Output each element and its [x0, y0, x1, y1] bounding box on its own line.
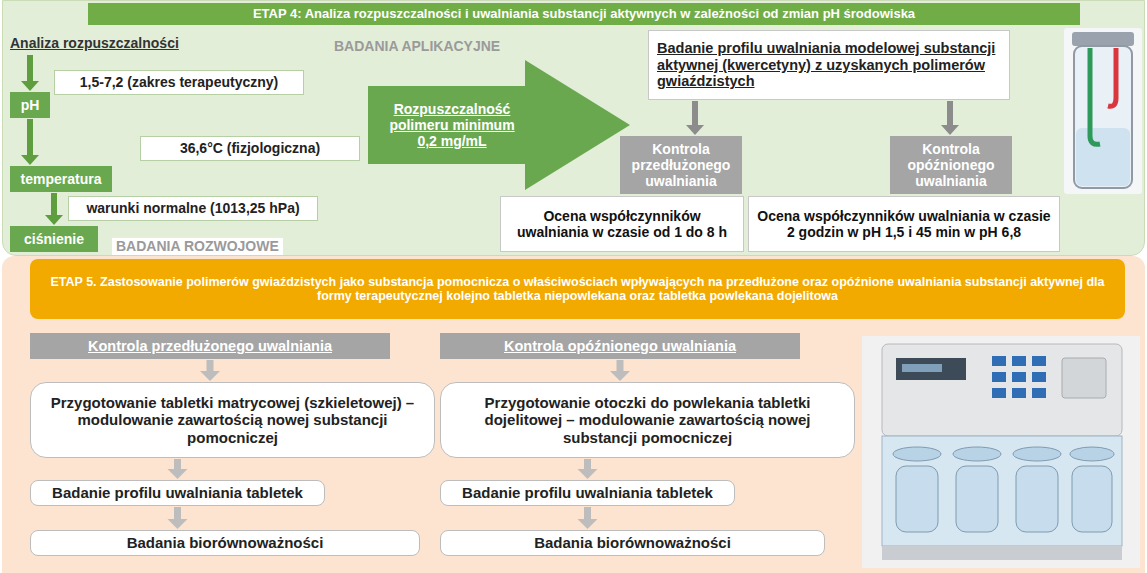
connector-arrow	[578, 507, 598, 529]
process-box: Przygotowanie otoczki do powlekania tabl…	[440, 382, 855, 458]
node-text: ETAP 5. Zastosowanie polimerów gwiaździs…	[42, 275, 1113, 304]
value-box: 36,6°C (fizjologiczna)	[140, 136, 360, 161]
arrow-head	[168, 519, 188, 529]
arrow-head	[21, 81, 39, 91]
section-label: BADANIA ROZWOJOWE	[112, 238, 283, 255]
connector-line	[617, 360, 624, 371]
vessel-photo	[1064, 28, 1142, 194]
arrow-head	[578, 519, 598, 529]
section-heading: Analiza rozpuszczalności	[8, 32, 186, 54]
connector-line	[27, 119, 33, 155]
control-box: Kontrola przedłużonego uwalniania	[30, 333, 390, 359]
process-box: Przygotowanie tabletki matrycowej (szkie…	[30, 382, 435, 458]
value-box: warunki normalne (1013,25 hPa)	[68, 196, 318, 221]
connector-arrow	[168, 507, 188, 529]
connector-line	[692, 101, 698, 125]
arrow-head	[610, 371, 630, 381]
node-text: Analiza rozpuszczalności	[10, 35, 179, 51]
connector-arrow	[941, 101, 959, 135]
connector-line	[584, 507, 591, 519]
parameter-box: ciśnienie	[10, 226, 98, 252]
connector-arrow	[45, 193, 63, 225]
connector-line	[174, 507, 181, 519]
arrow-head	[578, 469, 598, 479]
node-text: 1,5-7,2 (zakres terapeutyczny)	[80, 74, 278, 90]
connector-line	[27, 55, 33, 81]
node-text: temperatura	[21, 171, 102, 187]
arrow-head	[45, 215, 63, 225]
node-text: Przygotowanie otoczki do powlekania tabl…	[451, 394, 844, 446]
node-text: pH	[21, 97, 40, 113]
node-text: Rozpuszczalność polimeru minimum 0,2 mg/…	[378, 101, 526, 149]
node-text: ETAP 4: Analiza rozpuszczalności i uwaln…	[253, 7, 915, 22]
connector-arrow	[21, 55, 39, 91]
node-text: Badanie profilu uwalniania tabletek	[462, 484, 713, 501]
value-box: 1,5-7,2 (zakres terapeutyczny)	[54, 70, 304, 95]
arrow-head	[941, 125, 959, 135]
node-text: Ocena współczynników uwalniania w czasie…	[507, 208, 737, 240]
arrow-shape	[368, 60, 630, 190]
parameter-box: pH	[10, 92, 50, 118]
connector-arrow	[168, 459, 188, 479]
node-text: Badanie profilu uwalniania tabletek	[52, 484, 303, 501]
process-box: Badania biorównoważności	[30, 530, 420, 556]
node-text: warunki normalne (1013,25 hPa)	[86, 200, 299, 216]
result-box: Ocena współczynników uwalniania w czasie…	[500, 196, 744, 252]
node-text: Badania biorównoważności	[534, 534, 731, 551]
arrow-head	[168, 469, 188, 479]
node-text: Ocena współczynników uwalniania w czasie…	[755, 208, 1053, 240]
block-arrow: Rozpuszczalność polimeru minimum 0,2 mg/…	[368, 60, 630, 190]
connector-arrow	[686, 101, 704, 135]
connector-arrow	[21, 119, 39, 165]
process-box: Badanie profilu uwalniania tabletek	[30, 480, 325, 506]
connector-line	[51, 193, 57, 215]
node-text: Kontrola przedłużonego uwalniania	[625, 141, 737, 189]
arrow-head	[686, 125, 704, 135]
control-box: Kontrola przedłużonego uwalniania	[620, 136, 742, 194]
connector-line	[174, 459, 181, 469]
node-text: Kontrola opóźnionego uwalniania	[504, 338, 736, 355]
connector-arrow	[200, 360, 220, 381]
dissolution-apparatus-photo	[862, 336, 1140, 568]
stage-header-band: ETAP 4: Analiza rozpuszczalności i uwaln…	[88, 3, 1080, 25]
stage-band: ETAP 5. Zastosowanie polimerów gwiaździs…	[30, 259, 1125, 319]
connector-line	[947, 101, 953, 125]
result-box: Ocena współczynników uwalniania w czasie…	[748, 196, 1060, 252]
node-text: Kontrola opóźnionego uwalniania	[895, 141, 1007, 189]
process-box: Badanie profilu uwalniania modelowej sub…	[648, 30, 1010, 100]
node-text: Badanie profilu uwalniania modelowej sub…	[657, 40, 1001, 90]
parameter-box: temperatura	[10, 166, 112, 192]
control-box: Kontrola opóźnionego uwalniania	[890, 136, 1012, 194]
section-label: BADANIA APLIKACYJNE	[330, 38, 504, 55]
connector-arrow	[578, 459, 598, 479]
node-text: 36,6°C (fizjologiczna)	[180, 140, 320, 156]
process-box: Badanie profilu uwalniania tabletek	[440, 480, 735, 506]
node-text: Kontrola przedłużonego uwalniania	[88, 338, 332, 355]
node-text: Przygotowanie tabletki matrycowej (szkie…	[41, 394, 424, 446]
node-text: ciśnienie	[24, 231, 84, 247]
connector-arrow	[610, 360, 630, 381]
connector-line	[584, 459, 591, 469]
node-text: Badania biorównoważności	[127, 534, 324, 551]
process-box: Badania biorównoważności	[440, 530, 825, 556]
connector-line	[207, 360, 214, 371]
arrow-head	[21, 155, 39, 165]
arrow-head	[200, 371, 220, 381]
control-box: Kontrola opóźnionego uwalniania	[440, 333, 800, 359]
